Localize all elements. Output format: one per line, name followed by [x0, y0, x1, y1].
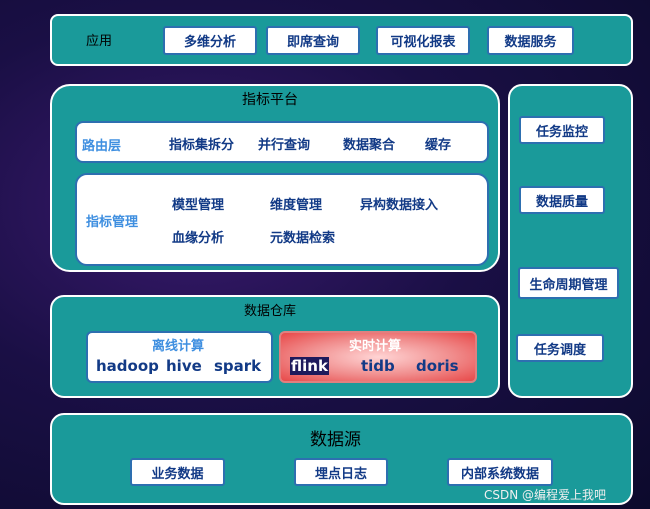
offline-compute-label: 离线计算	[152, 339, 205, 354]
metric-platform-panel: 指标平台 路由层 指标集拆分 并行查询 数据聚合 缓存 指标管理 模型管理 维度…	[50, 84, 500, 272]
routing-item-parallel-query: 并行查询	[258, 138, 311, 153]
routing-layer-label: 路由层	[82, 139, 122, 154]
application-layer-label: 应用	[86, 34, 113, 49]
data-source-panel: 数据源 业务数据 埋点日志 内部系统数据	[50, 413, 633, 505]
mgmt-item-metadata-search: 元数据检索	[270, 231, 336, 246]
source-business-data[interactable]: 业务数据	[130, 458, 225, 486]
routing-item-metric-split: 指标集拆分	[169, 138, 235, 153]
offline-engine-spark: spark	[214, 357, 262, 375]
data-warehouse-title: 数据仓库	[244, 304, 297, 319]
data-source-title: 数据源	[310, 430, 361, 450]
realtime-engine-doris: doris	[416, 357, 459, 375]
metric-platform-title: 指标平台	[242, 92, 298, 108]
app-item-adhoc-query[interactable]: 即席查询	[266, 26, 360, 55]
offline-engine-hadoop: hadoop	[96, 357, 159, 375]
mgmt-item-heterogeneous-ingest: 异构数据接入	[360, 198, 439, 213]
metric-management-label: 指标管理	[86, 215, 139, 230]
source-internal-system-data[interactable]: 内部系统数据	[447, 458, 553, 486]
offline-compute-box: 离线计算 hadoop hive spark	[86, 331, 273, 383]
mgmt-item-dimension: 维度管理	[270, 198, 323, 213]
realtime-compute-label: 实时计算	[349, 339, 402, 354]
app-item-visual-report[interactable]: 可视化报表	[376, 26, 470, 55]
routing-layer-box: 路由层 指标集拆分 并行查询 数据聚合 缓存	[75, 121, 489, 163]
metric-management-box: 指标管理 模型管理 维度管理 异构数据接入 血缘分析 元数据检索	[75, 173, 489, 266]
source-tracking-logs[interactable]: 埋点日志	[294, 458, 388, 486]
application-layer-panel: 应用 多维分析 即席查询 可视化报表 数据服务	[50, 14, 633, 66]
routing-item-data-aggregation: 数据聚合	[343, 138, 396, 153]
ops-side-panel: 任务监控 数据质量 生命周期管理 任务调度	[508, 84, 633, 398]
realtime-engine-tidb: tidb	[361, 357, 395, 375]
offline-engine-hive: hive	[166, 357, 202, 375]
mgmt-item-model: 模型管理	[172, 198, 225, 213]
mgmt-item-lineage: 血缘分析	[172, 231, 225, 246]
app-item-data-service[interactable]: 数据服务	[487, 26, 574, 55]
watermark: CSDN @编程爱上我吧	[484, 488, 607, 502]
ops-task-scheduling[interactable]: 任务调度	[516, 334, 604, 362]
realtime-compute-box: 实时计算 flink tidb doris	[279, 331, 477, 383]
app-item-multidim-analysis[interactable]: 多维分析	[163, 26, 257, 55]
ops-task-monitor[interactable]: 任务监控	[519, 116, 605, 144]
realtime-engine-flink: flink	[290, 357, 329, 375]
routing-item-cache: 缓存	[425, 138, 452, 153]
ops-data-quality[interactable]: 数据质量	[519, 186, 605, 214]
data-warehouse-panel: 数据仓库 离线计算 hadoop hive spark 实时计算 flink t…	[50, 295, 500, 398]
ops-lifecycle-management[interactable]: 生命周期管理	[518, 267, 619, 299]
